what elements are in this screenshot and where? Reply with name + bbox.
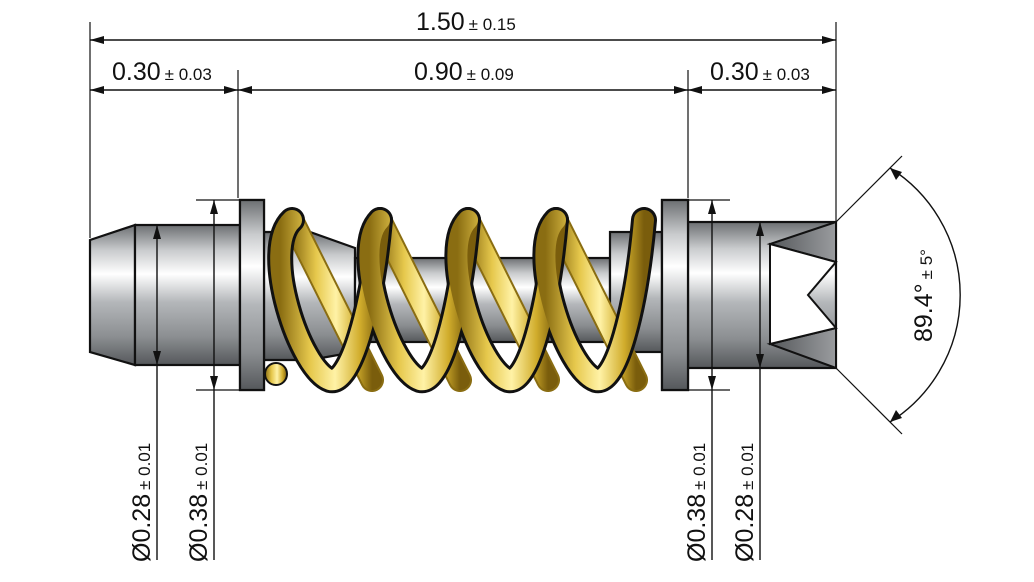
svg-text:0.30± 0.03: 0.30± 0.03 xyxy=(112,58,212,86)
right-flange-front xyxy=(660,198,690,392)
crown-angle-tol: ± 5° xyxy=(917,249,936,279)
right-tip-dia-tol: ± 0.01 xyxy=(738,443,757,490)
right-body-dia-label: Ø0.38 ± 0.01 xyxy=(683,443,711,562)
left-body-dia-label: Ø0.38 ± 0.01 xyxy=(185,443,213,562)
right-body-dia-tol: ± 0.01 xyxy=(690,443,709,490)
left-tip-cylinder xyxy=(133,223,242,367)
right-tip-dia-label: Ø0.28 ± 0.01 xyxy=(731,443,759,562)
extension-lines xyxy=(89,22,837,238)
crown-angle-dimension xyxy=(835,155,961,435)
diameter-dimension-lines xyxy=(153,199,764,560)
left-flange-front xyxy=(238,198,266,392)
svg-text:Ø0.28± 0.01: Ø0.28 ± 0.01 xyxy=(731,443,759,562)
svg-text:0.30± 0.03: 0.30± 0.03 xyxy=(710,58,810,86)
spring-end xyxy=(264,362,288,386)
svg-text:89.4°± 5°: 89.4° ± 5° xyxy=(910,249,938,342)
length-dimension-lines xyxy=(90,36,836,94)
left-body-dia-value: Ø0.38 xyxy=(185,494,213,562)
left-section-tol: ± 0.03 xyxy=(165,65,212,84)
spring xyxy=(264,207,657,394)
crown-angle-value: 89.4° xyxy=(910,283,938,342)
svg-text:1.50± 0.15: 1.50± 0.15 xyxy=(416,8,516,36)
right-section-tol: ± 0.03 xyxy=(763,65,810,84)
svg-text:0.90± 0.09: 0.90± 0.09 xyxy=(414,58,514,86)
crown-angle-label: 89.4° ± 5° xyxy=(910,249,938,342)
middle-section-value: 0.90 xyxy=(414,58,463,86)
overall-length-tol: ± 0.15 xyxy=(469,15,516,34)
right-body-dia-value: Ø0.38 xyxy=(683,494,711,562)
left-tip-dia-label: Ø0.28 ± 0.01 xyxy=(128,443,156,562)
svg-text:Ø0.38± 0.01: Ø0.38 ± 0.01 xyxy=(185,443,213,562)
right-section-label: 0.30± 0.03 xyxy=(710,58,810,86)
left-tip-dia-value: Ø0.28 xyxy=(128,494,156,562)
svg-text:Ø0.38± 0.01: Ø0.38 ± 0.01 xyxy=(683,443,711,562)
left-section-label: 0.30± 0.03 xyxy=(112,58,212,86)
middle-section-tol: ± 0.09 xyxy=(467,65,514,84)
overall-length-value: 1.50 xyxy=(416,8,465,36)
crown-tip xyxy=(769,242,838,346)
left-body-dia-tol: ± 0.01 xyxy=(192,443,211,490)
left-tip-cone xyxy=(88,223,137,367)
left-tip-dia-tol: ± 0.01 xyxy=(135,443,154,490)
left-section-value: 0.30 xyxy=(112,58,161,86)
svg-text:Ø0.28± 0.01: Ø0.28 ± 0.01 xyxy=(128,443,156,562)
overall-length-label: 1.50± 0.15 xyxy=(416,8,516,36)
right-section-value: 0.30 xyxy=(710,58,759,86)
right-tip-dia-value: Ø0.28 xyxy=(731,494,759,562)
middle-section-label: 0.90± 0.09 xyxy=(414,58,514,86)
